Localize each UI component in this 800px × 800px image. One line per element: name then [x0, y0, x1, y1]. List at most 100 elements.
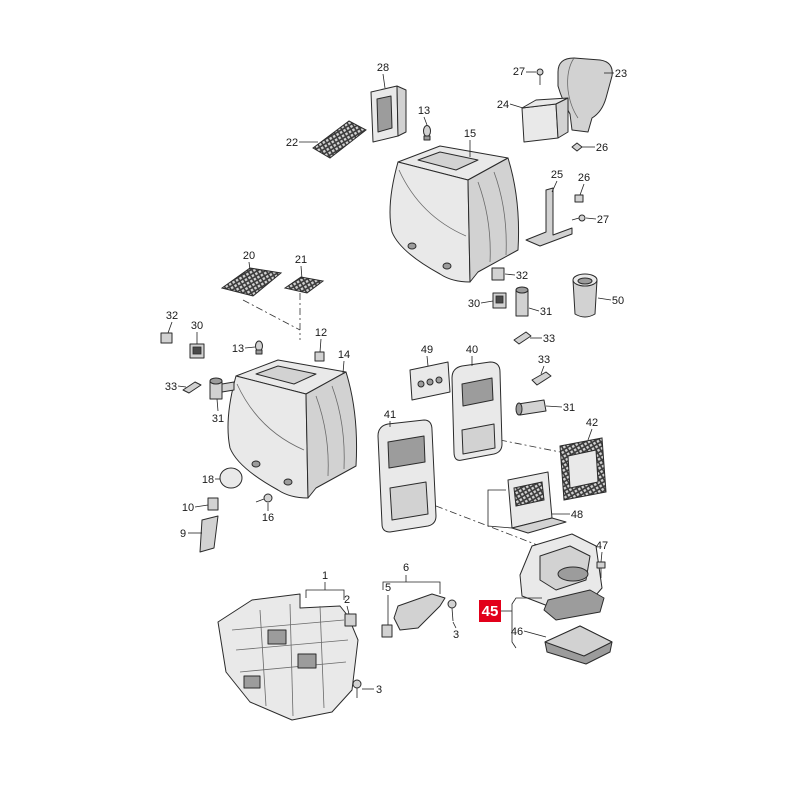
leader-line: [423, 116, 428, 126]
clip: [207, 497, 219, 511]
callout-label: 3: [453, 629, 459, 641]
callout-label: 9: [180, 528, 186, 540]
callout-label: 48: [571, 509, 583, 521]
cap: [219, 467, 243, 489]
frame-opening: [567, 449, 599, 489]
assembly-line: [499, 439, 561, 453]
part-detail: [289, 603, 294, 717]
highlight-box: [479, 600, 501, 622]
callout-label: 31: [212, 413, 224, 425]
bracket-leader: [511, 597, 542, 649]
part-face: [521, 103, 559, 143]
part-25: [525, 187, 573, 247]
callout-label: 10: [182, 502, 194, 514]
part-13-lower: [255, 340, 263, 355]
callout-label: 26: [596, 142, 608, 154]
part-hole: [251, 460, 261, 468]
clip: [314, 351, 325, 362]
leader-line: [509, 103, 524, 109]
callout-label: 30: [468, 298, 480, 310]
part-14: [227, 359, 358, 499]
cover: [182, 381, 202, 394]
part-22: [312, 120, 367, 159]
part-42: [559, 437, 607, 501]
part-46: [544, 625, 613, 665]
callout-label: 49: [421, 344, 433, 356]
callout-label: 31: [563, 402, 575, 414]
part-detail: [493, 171, 507, 256]
callout-label: 15: [464, 128, 476, 140]
screw-shank: [571, 217, 580, 221]
part-detail: [235, 639, 349, 651]
cover: [531, 371, 552, 386]
part-30-left: [189, 343, 205, 359]
callout-label: 32: [166, 310, 178, 322]
leader-line: [545, 405, 563, 408]
part-detail: [239, 661, 347, 673]
part-28: [370, 85, 407, 143]
bulb: [423, 125, 431, 137]
leader-line: [244, 346, 256, 349]
part-detail: [398, 169, 467, 237]
part-16: [255, 493, 273, 503]
panel-opening: [389, 481, 429, 521]
part-detail: [255, 365, 317, 385]
callout-label: 26: [578, 172, 590, 184]
screw-head: [536, 68, 544, 76]
part-41: [377, 419, 437, 533]
callout-label-highlighted: 45: [482, 603, 499, 620]
callout-label: 23: [615, 68, 627, 80]
callout-label: 12: [315, 327, 327, 339]
leader-line: [551, 180, 558, 193]
switch-hole: [417, 380, 425, 388]
bracket: [525, 187, 573, 247]
part-hole: [283, 478, 293, 486]
part-24: [521, 97, 569, 143]
switch-hole: [435, 376, 443, 384]
part-5: [381, 624, 393, 638]
clip: [491, 267, 505, 281]
leader-lines: [167, 71, 614, 690]
part-2: [344, 613, 357, 627]
part-detail: [319, 605, 325, 709]
part-50: [572, 273, 598, 318]
part-hole: [407, 242, 417, 250]
callout-label: 33: [165, 381, 177, 393]
callout-label: 16: [262, 512, 274, 524]
bulb-base: [255, 349, 263, 355]
panel-opening: [387, 435, 426, 469]
callout-label: 13: [418, 105, 430, 117]
part-31-right: [515, 286, 529, 317]
leader-line: [597, 297, 612, 301]
part-detail: [477, 181, 491, 263]
leader-line: [342, 360, 345, 374]
callout-label: 13: [232, 343, 244, 355]
callout-label: 32: [516, 270, 528, 282]
part-detail: [236, 383, 305, 451]
leader-line: [452, 621, 457, 629]
callout-label: 33: [538, 354, 550, 366]
callout-label: 21: [295, 254, 307, 266]
screw-head: [447, 599, 457, 609]
part-detail: [259, 609, 267, 707]
part-33-mid: [531, 371, 552, 386]
bulb-base: [423, 135, 431, 141]
socket-top: [515, 286, 529, 294]
callout-label: 1: [322, 570, 328, 582]
part-15: [389, 145, 520, 283]
clip: [574, 194, 584, 203]
part-20: [220, 267, 283, 297]
part-hole: [442, 262, 452, 270]
part-3-right: [447, 599, 457, 622]
bracket: [393, 593, 446, 631]
highlighted-callout: 45: [479, 600, 501, 622]
clip: [344, 613, 357, 627]
part-face: [389, 161, 471, 283]
part-33-left: [182, 381, 202, 394]
part-21: [283, 276, 325, 294]
part-detail: [231, 619, 345, 631]
part-detail: [297, 653, 317, 669]
socket: [515, 289, 529, 317]
part-3-lower: [352, 679, 362, 698]
